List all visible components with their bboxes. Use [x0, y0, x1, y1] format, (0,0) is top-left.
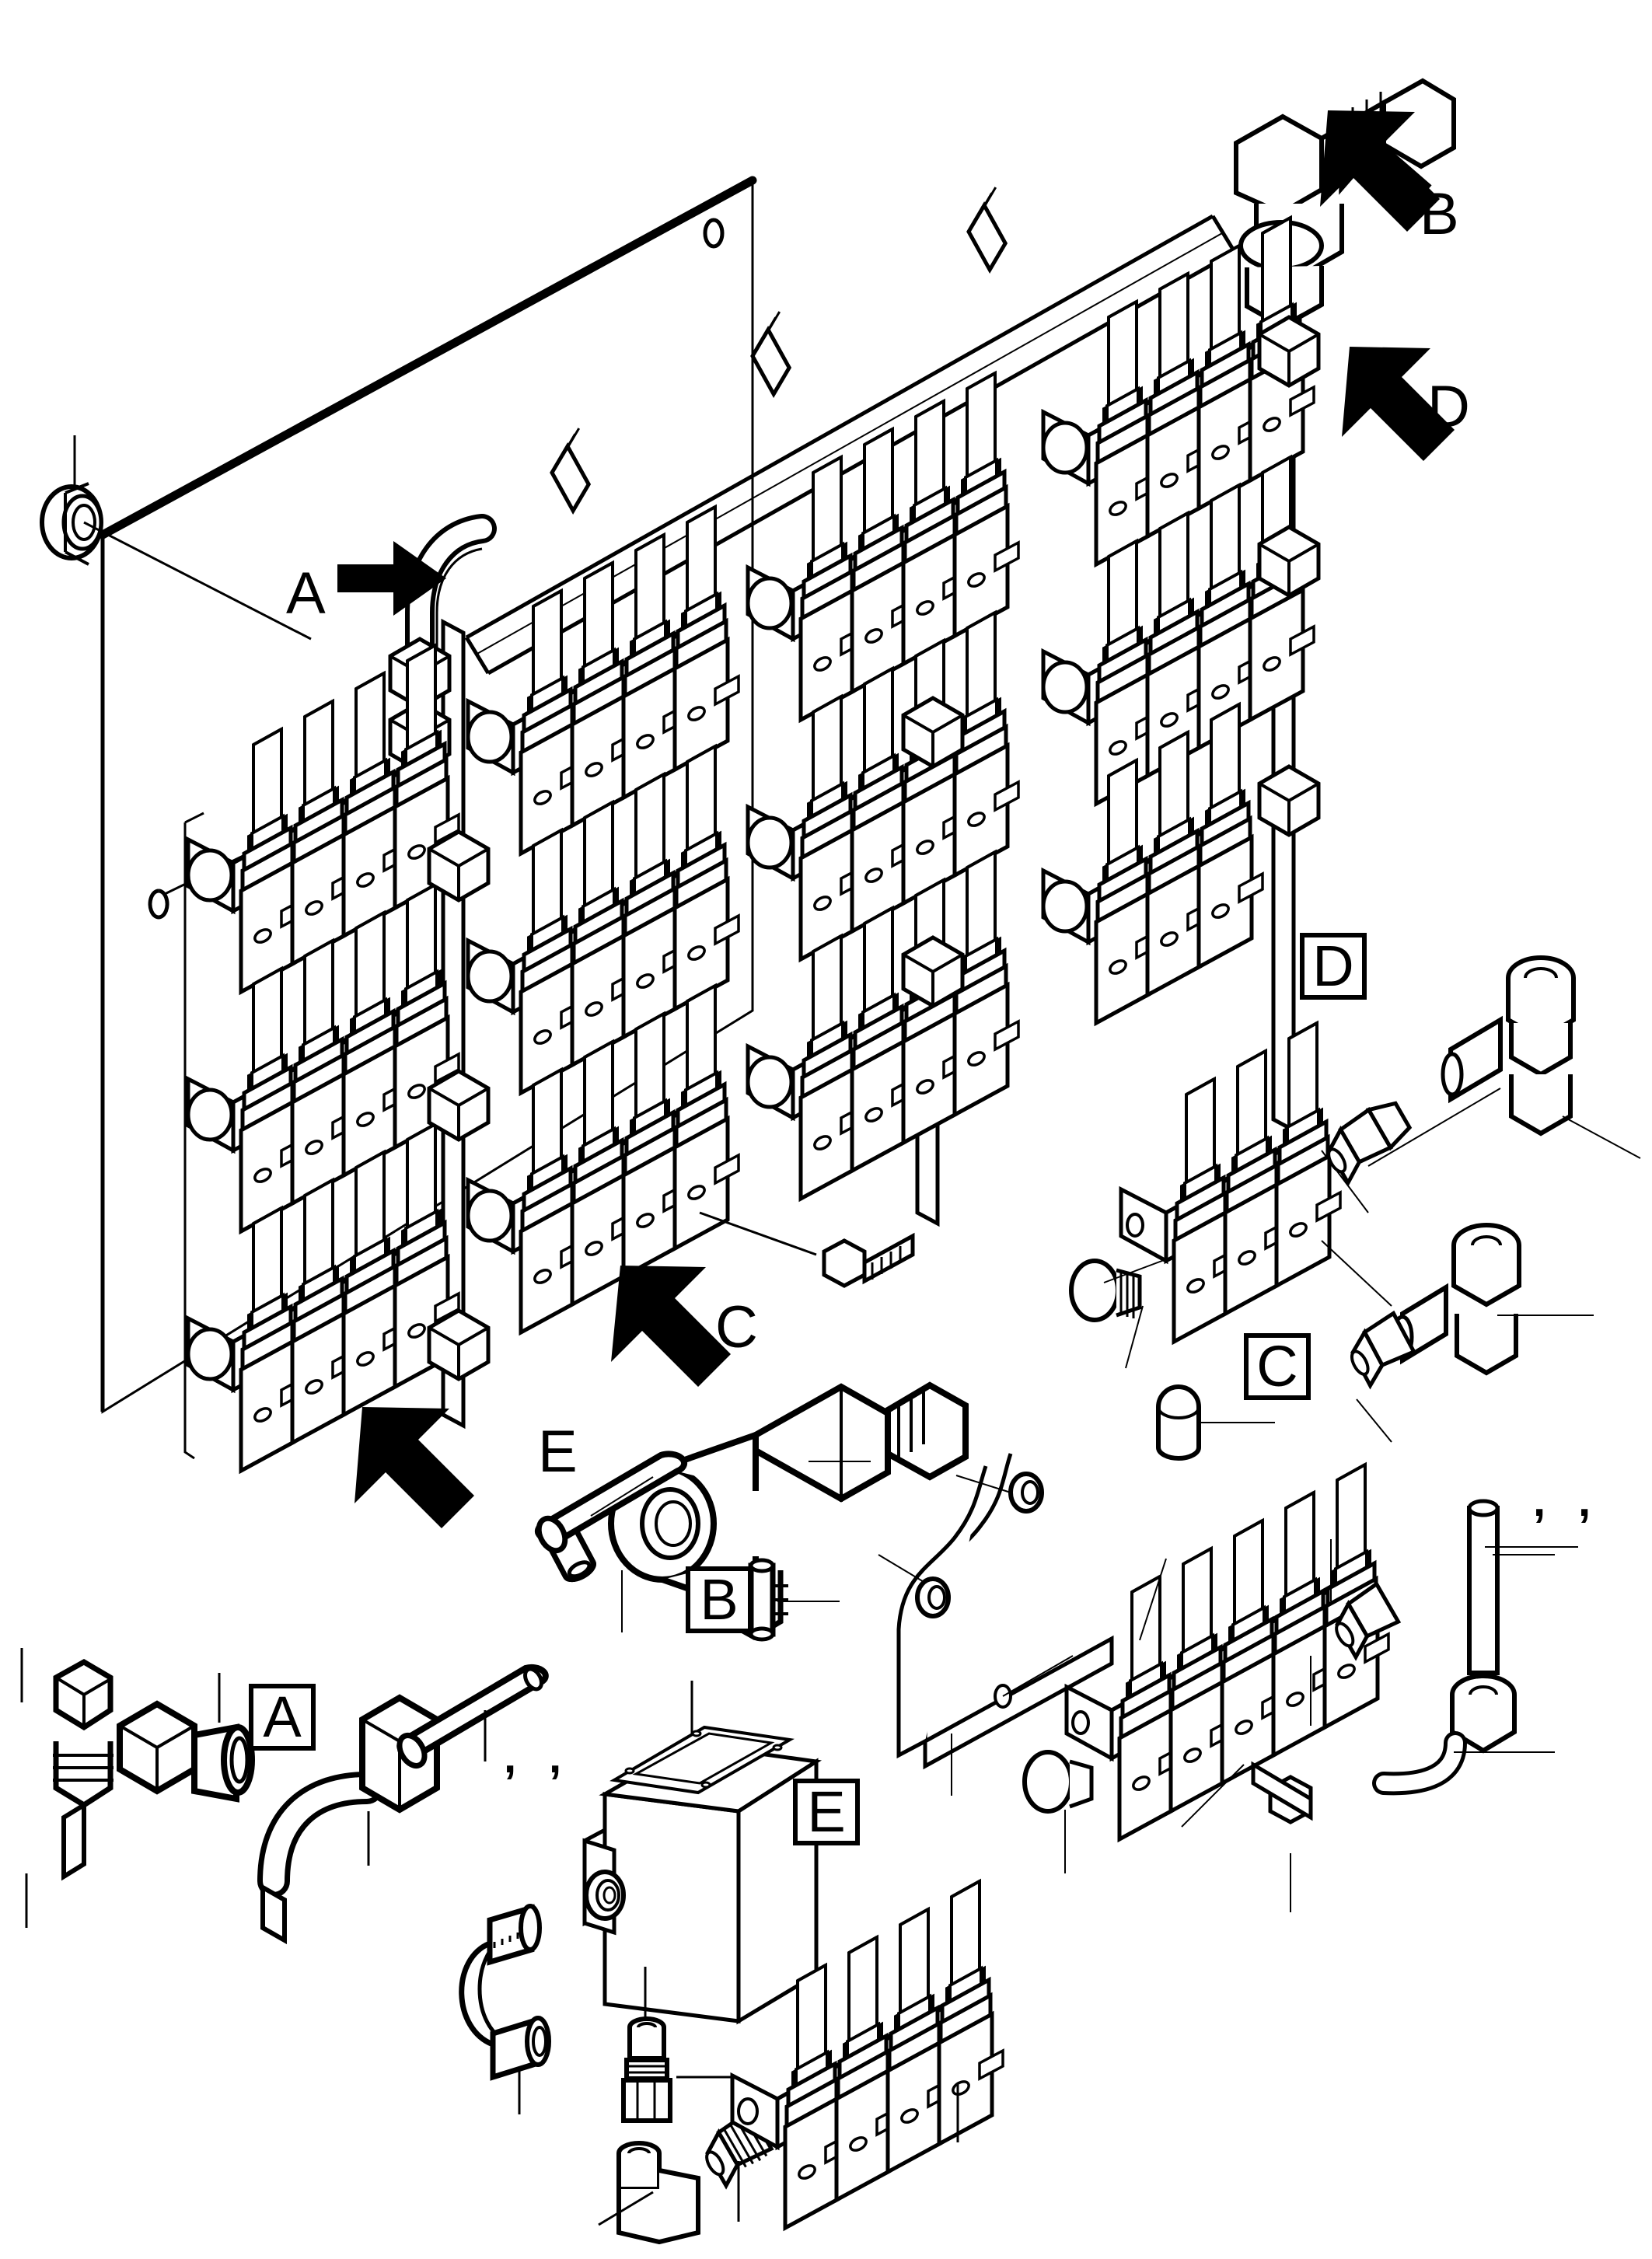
leader-line [83, 521, 312, 641]
annotation-comma-1: , [1533, 1475, 1546, 1526]
leader-line [1321, 1240, 1392, 1307]
leader-line [1356, 1398, 1392, 1443]
leader-line [699, 1211, 817, 1256]
annotation-comma-3: , [504, 1732, 517, 1782]
callout-label-A: A [286, 560, 326, 627]
annotation-comma-2: , [1578, 1475, 1591, 1526]
callout-arrow-D [1342, 347, 1455, 461]
annotation-comma-4: , [549, 1732, 562, 1782]
pump-housing-part [582, 1725, 823, 2025]
clamp-part [459, 1904, 551, 2081]
valve-bank-detail-E [730, 1881, 1003, 2228]
leader-line [1562, 1116, 1641, 1159]
hex-bolt-part [822, 1232, 915, 1288]
elbow-fitting-part-A [53, 1658, 114, 1881]
leader-line [1321, 1150, 1369, 1213]
elbow-fitting-A [390, 514, 497, 771]
detail-D-group [1069, 955, 1641, 1369]
leader-line [1139, 1558, 1167, 1641]
leader-line [1181, 1764, 1245, 1828]
callout-arrow-A [337, 541, 446, 616]
pipe-plug-part [1022, 1750, 1094, 1814]
leader-line [1002, 1655, 1074, 1697]
tube-part [1467, 1506, 1500, 1675]
detail-box-label-D: D [1300, 933, 1367, 1000]
leader-line [598, 2191, 654, 2226]
leader-line [1103, 1259, 1167, 1283]
detail-box-label-A: A [249, 1684, 316, 1751]
union-nut-part [117, 1700, 255, 1803]
end-cap-part [1156, 1384, 1201, 1461]
detail-C-group [1350, 1223, 1594, 1796]
callout-label-C: C [715, 1294, 758, 1360]
fitting-stack-E [621, 2016, 672, 2123]
callout-arrow-C [611, 1266, 731, 1387]
elbow-fitting-C [1372, 1674, 1517, 1796]
lock-nut-part [40, 482, 103, 566]
pin-part [748, 1562, 776, 1637]
leader-line [590, 1476, 654, 1517]
detail-E-group [459, 1681, 1003, 2245]
valve-bank-detail-C [1064, 1465, 1388, 1839]
bracket-manifold-group [878, 1384, 1555, 1912]
callout-label-B: B [1420, 181, 1459, 247]
detail-box-label-E: E [793, 1779, 860, 1845]
pipe-plug-part [1069, 1259, 1142, 1322]
tee-fitting-part-D [1441, 955, 1576, 1136]
elbow-fitting-part-E [616, 2141, 700, 2245]
callout-arrow-B [1320, 110, 1440, 232]
callout-label-E: E [538, 1419, 578, 1485]
leader-line [955, 1475, 1011, 1493]
valve-bank-detail-D [1119, 1023, 1340, 1342]
adapter-fitting-part [1327, 1101, 1413, 1187]
detail-box-label-B: B [686, 1566, 753, 1633]
callout-label-D: D [1427, 374, 1470, 440]
leader-line [1367, 1088, 1501, 1167]
detail-box-label-C: C [1244, 1333, 1311, 1400]
adapter-fitting-part [1335, 1581, 1402, 1661]
adapter-fitting-part-C [1350, 1310, 1417, 1390]
leader-line [1125, 1305, 1144, 1369]
callout-arrow-E [354, 1407, 474, 1528]
leader-line [878, 1554, 926, 1583]
hex-bolt-part [1251, 1761, 1313, 1824]
detail-A-group [20, 1648, 549, 1945]
